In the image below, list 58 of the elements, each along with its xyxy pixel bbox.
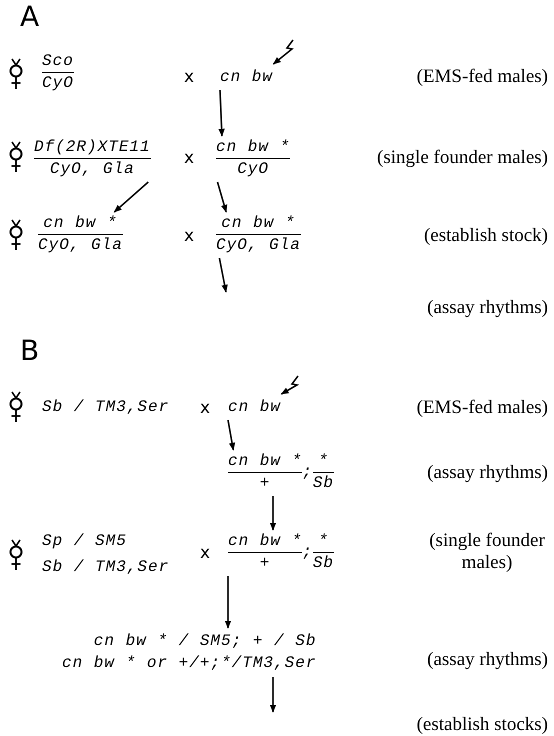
stage-note: (single founder males) [377, 147, 548, 169]
genotype-text: cn bw * or +/+;*/TM3,Ser [62, 653, 316, 674]
genotype-text: + [260, 554, 270, 573]
cross-sign: x [200, 542, 210, 564]
arrow [270, 677, 276, 713]
genotype-text: cn bw * [228, 532, 302, 551]
panel-letter: B [20, 340, 40, 362]
genotype-text: * [318, 452, 329, 471]
stage-note: (establish stocks) [416, 714, 548, 736]
genotype-text: CyO [237, 160, 270, 179]
lightning-arrow [280, 376, 300, 395]
genotype-text: cn bw * [221, 214, 296, 233]
arrow [114, 181, 149, 213]
genotype-text: CyO [42, 74, 74, 93]
cross-sign: x [184, 147, 194, 169]
genotype-text: CyO, Gla [50, 160, 135, 179]
arrow [270, 496, 276, 531]
genotype-text: cn bw * [228, 452, 302, 471]
cross-sign: x [184, 66, 194, 88]
cross-sign: x [184, 225, 194, 247]
stage-note: (assay rhythms) [427, 649, 548, 671]
stage-note: (assay rhythms) [427, 462, 548, 484]
genotype-text: Sco [42, 52, 74, 71]
genotype-text: cn bw * [43, 214, 118, 233]
genotype-fraction [38, 214, 123, 255]
genotype-text: cn bw * / SM5; + / Sb [92, 631, 316, 652]
genotype-text: cn bw [220, 68, 274, 87]
genotype-text: Df(2R)XTE11 [34, 138, 151, 157]
genotype-text: Sb / TM3,Ser [42, 557, 170, 578]
stage-note: (assay rhythms) [427, 297, 548, 319]
genotype-text: CyO, Gla [216, 236, 301, 255]
arrow [218, 258, 228, 293]
cross-sign: x [200, 397, 210, 419]
genotype-fraction [216, 138, 290, 179]
genotype-text: cn bw [228, 398, 282, 417]
genotype-text: Sb [312, 554, 334, 573]
genotype-fraction [34, 138, 151, 179]
genotype-text: Sp / SM5 [42, 531, 128, 552]
arrow [216, 182, 228, 213]
stage-note: (single founder males) [428, 530, 546, 574]
lightning-arrow [272, 40, 294, 65]
stage-note: (establish stock) [424, 225, 548, 247]
genotype-text: * [318, 532, 329, 551]
genotype-fraction [216, 214, 301, 255]
arrow [218, 90, 225, 137]
separator-text: ; [302, 463, 313, 481]
arrow [224, 576, 232, 629]
genotype-text: Sb [312, 474, 334, 493]
panel-letter: A [20, 6, 40, 28]
genotype-text: + [260, 474, 270, 493]
stage-note: (EMS-fed males) [416, 66, 548, 88]
arrow [227, 420, 236, 451]
genotype-text: CyO, Gla [38, 236, 123, 255]
separator-text: ; [302, 543, 313, 561]
stage-note: (EMS-fed males) [416, 397, 548, 419]
genotype-text: Sb / TM3,Ser [42, 398, 170, 417]
genotype-fraction [42, 52, 74, 93]
genotype-text: cn bw * [216, 138, 290, 157]
